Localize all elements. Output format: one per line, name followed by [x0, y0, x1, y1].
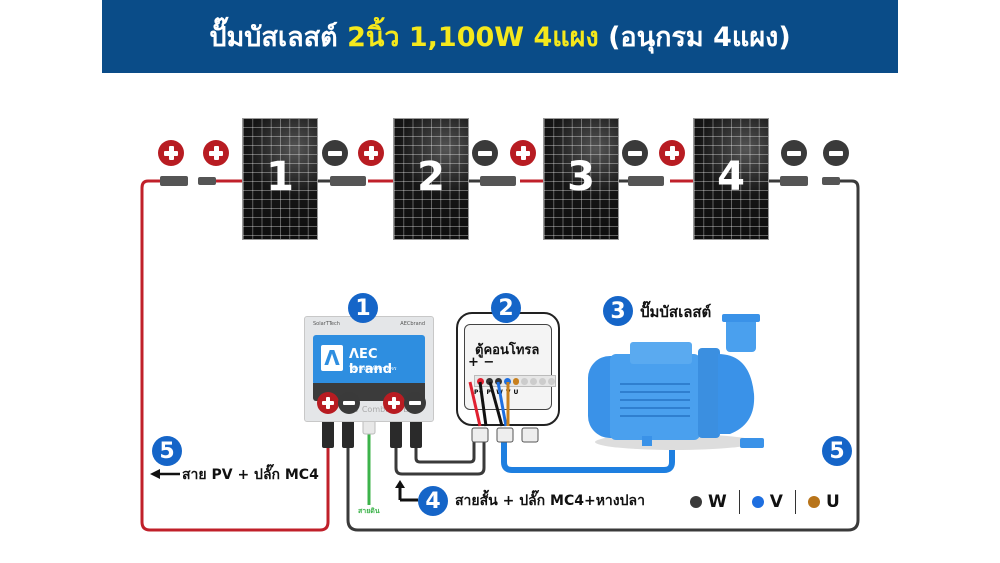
solar-panel-2: 2	[393, 118, 469, 240]
terminal-label: P-	[486, 389, 494, 396]
motor-cable	[501, 420, 675, 473]
minus-icon	[404, 392, 426, 414]
badge-4: 4	[418, 486, 448, 516]
combiner-connectors	[322, 420, 422, 448]
plus-icon	[510, 140, 536, 166]
pv-negative-cable	[346, 179, 860, 532]
ground-label: สายดิน	[358, 507, 380, 515]
plus-icon	[158, 140, 184, 166]
legend-separator	[738, 490, 740, 514]
plus-icon	[203, 140, 229, 166]
control-box-label: ตู้คอนโทรล	[475, 343, 540, 358]
u-dot-icon	[807, 496, 820, 508]
ground-gland	[362, 419, 376, 435]
title-part-3: (อนุกรม 4แผง)	[598, 22, 791, 53]
wire-color-legend: W V U	[690, 490, 840, 514]
terminal-label: U	[513, 389, 519, 396]
minus-icon	[781, 140, 807, 166]
minus-icon	[823, 140, 849, 166]
plus-icon	[317, 392, 339, 414]
v-dot-icon	[751, 496, 764, 508]
arrow-left-icon	[150, 469, 180, 479]
solar-panel-4: 4	[693, 118, 769, 240]
controller-glands	[471, 427, 539, 443]
panel-number: 1	[266, 154, 294, 200]
legend-label-u: U	[825, 492, 840, 512]
minus-icon	[472, 140, 498, 166]
panel-number: 4	[717, 154, 745, 200]
badge-5-left: 5	[152, 436, 182, 466]
badge-3: 3	[603, 296, 633, 326]
w-dot-icon	[690, 496, 702, 508]
pv-cable-label: สาย PV + ปลั๊ก MC4	[182, 467, 319, 483]
arrow-up-icon	[395, 480, 418, 502]
title-part-2: 2นิ้ว 1,100W 4แผง	[347, 22, 599, 53]
controller-internal-wires	[468, 381, 510, 427]
plus-icon	[659, 140, 685, 166]
control-box-polarity: + −	[468, 355, 495, 370]
solar-panel-3: 3	[543, 118, 619, 240]
terminal-row	[474, 375, 556, 387]
combiner-top-right-text: AECbrand	[400, 321, 425, 327]
badge-2: 2	[491, 293, 521, 323]
brand-subtitle: โซลาร์เซลล์ ครบวงจร	[349, 366, 397, 372]
short-cable-label: สายสั้น + ปลั๊ก MC4+หางปลา	[455, 493, 645, 509]
short-cable-positive	[394, 440, 486, 476]
combiner-body-text: PV Combiner Box	[349, 405, 419, 414]
short-cable-negative	[414, 440, 476, 464]
pv-positive-cable	[140, 179, 330, 532]
solar-panel-1: 1	[242, 118, 318, 240]
legend-separator	[794, 490, 796, 514]
badge-5-right: 5	[822, 436, 852, 466]
minus-icon	[622, 140, 648, 166]
plus-icon	[383, 392, 405, 414]
minus-icon	[338, 392, 360, 414]
panel-number: 2	[417, 154, 445, 200]
badge-1: 1	[348, 293, 378, 323]
brand-name: ΛEC brand	[349, 347, 393, 377]
combiner-top-left-text: SolarTTech	[313, 321, 340, 327]
brand-card: Λ ΛEC brand โซลาร์เซลล์ ครบวงจร	[313, 335, 425, 385]
legend-label-v: V	[769, 492, 783, 512]
minus-icon	[322, 140, 348, 166]
pump-illustration	[588, 314, 764, 450]
terminal-label: P+	[474, 389, 484, 396]
title-bar: ปั๊มบัสเลสต์ 2นิ้ว 1,100W 4แผง (อนุกรม 4…	[102, 0, 898, 73]
panel-number: 3	[567, 154, 595, 200]
aec-logo-icon: Λ	[321, 345, 343, 371]
title-part-1: ปั๊มบัสเลสต์	[209, 22, 348, 53]
pump-label: ปั๊มบัสเลสต์	[640, 303, 712, 321]
mc4-connectors	[160, 176, 840, 186]
legend-label-w: W	[708, 492, 727, 512]
plus-icon	[358, 140, 384, 166]
